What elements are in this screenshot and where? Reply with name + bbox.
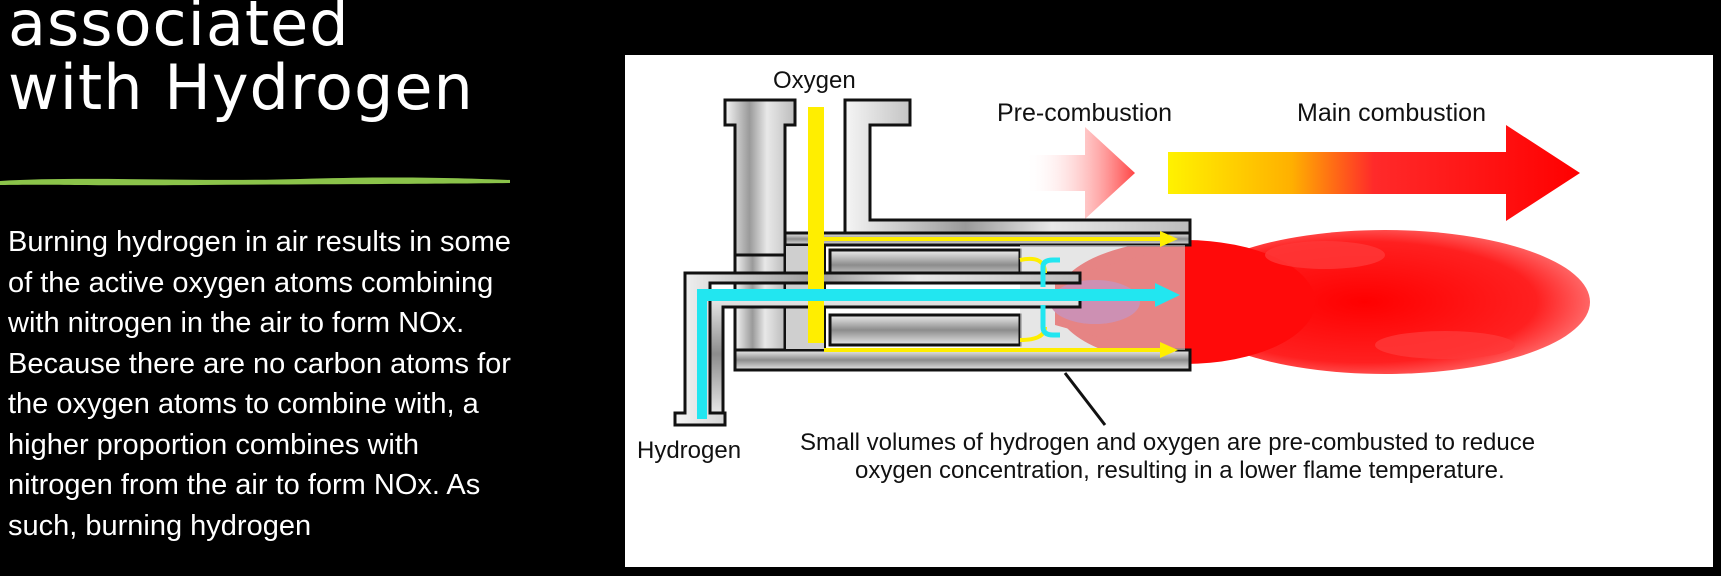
- caption-pointer-line: [1063, 372, 1107, 426]
- hydrogen-burner-diagram: Oxygen Pre-combustion Main combustion: [625, 55, 1713, 567]
- title-underline: [0, 177, 510, 186]
- slide-title-line-2: with Hydrogen: [8, 51, 474, 124]
- caption-line-1: Small volumes of hydrogen and oxygen are…: [800, 429, 1535, 456]
- main-combustion-arrow: [1168, 125, 1580, 221]
- burner-housing: [673, 98, 1192, 427]
- pre-combustion-arrow: [1025, 127, 1135, 219]
- hydrogen-flow: [697, 257, 1180, 419]
- oxygen-label: Oxygen: [773, 67, 856, 94]
- caption-line-2: oxygen concentration, resulting in a low…: [855, 457, 1505, 484]
- body-paragraph: Burning hydrogen in air results in some …: [8, 226, 511, 542]
- pre-combustion-label: Pre-combustion: [997, 99, 1172, 127]
- oxygen-flow: [808, 107, 1178, 358]
- slide-title-line-1: associated: [8, 0, 350, 60]
- slide-title: associated with Hydrogen: [8, 0, 474, 120]
- main-combustion-label: Main combustion: [1297, 99, 1486, 127]
- hydrogen-label: Hydrogen: [637, 437, 741, 464]
